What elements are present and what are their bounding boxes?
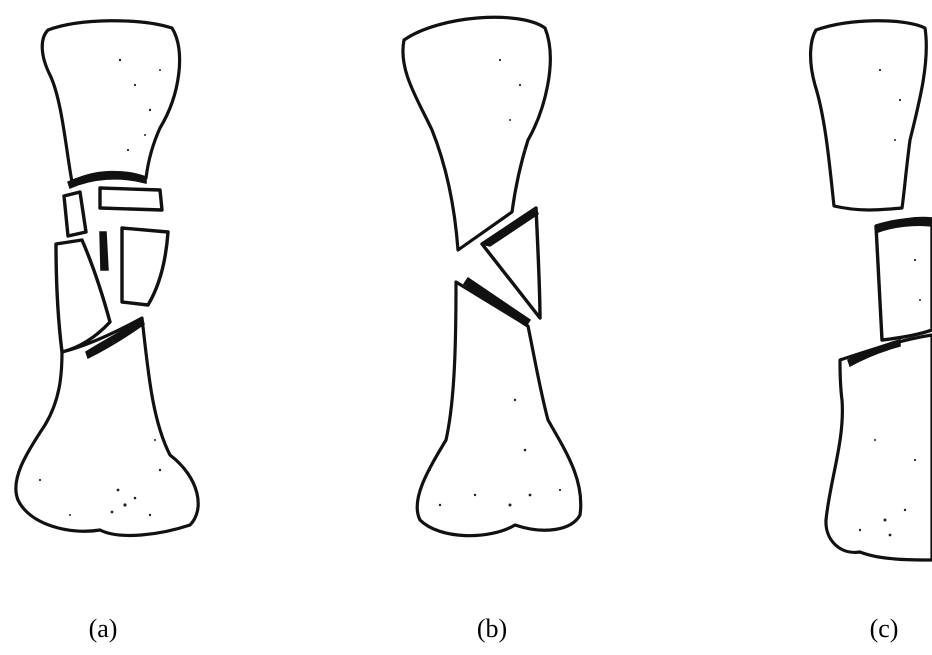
panel-a-lower-fragment — [16, 318, 198, 535]
panel-a-fragment-4 — [122, 228, 168, 305]
panel-c-caption: (c) — [854, 614, 914, 644]
panel-a-fragment-1 — [64, 192, 86, 236]
panel-b-lower-fragment — [417, 282, 581, 536]
panel-c-lower-fragment — [826, 335, 932, 560]
panel-a-caption: (a) — [73, 614, 133, 644]
panel-c-middle-fragment — [876, 220, 932, 340]
panel-a-fragment-2 — [100, 188, 162, 210]
panel-a-upper-fragment — [42, 21, 179, 182]
panel-a-bone — [16, 21, 198, 536]
panel-c-bone — [811, 21, 932, 560]
panel-c-upper-fragment — [811, 21, 927, 210]
panel-b-caption: (b) — [462, 614, 522, 644]
panel-b-bone — [403, 17, 581, 535]
panel-a-fragment-5 — [100, 232, 108, 270]
